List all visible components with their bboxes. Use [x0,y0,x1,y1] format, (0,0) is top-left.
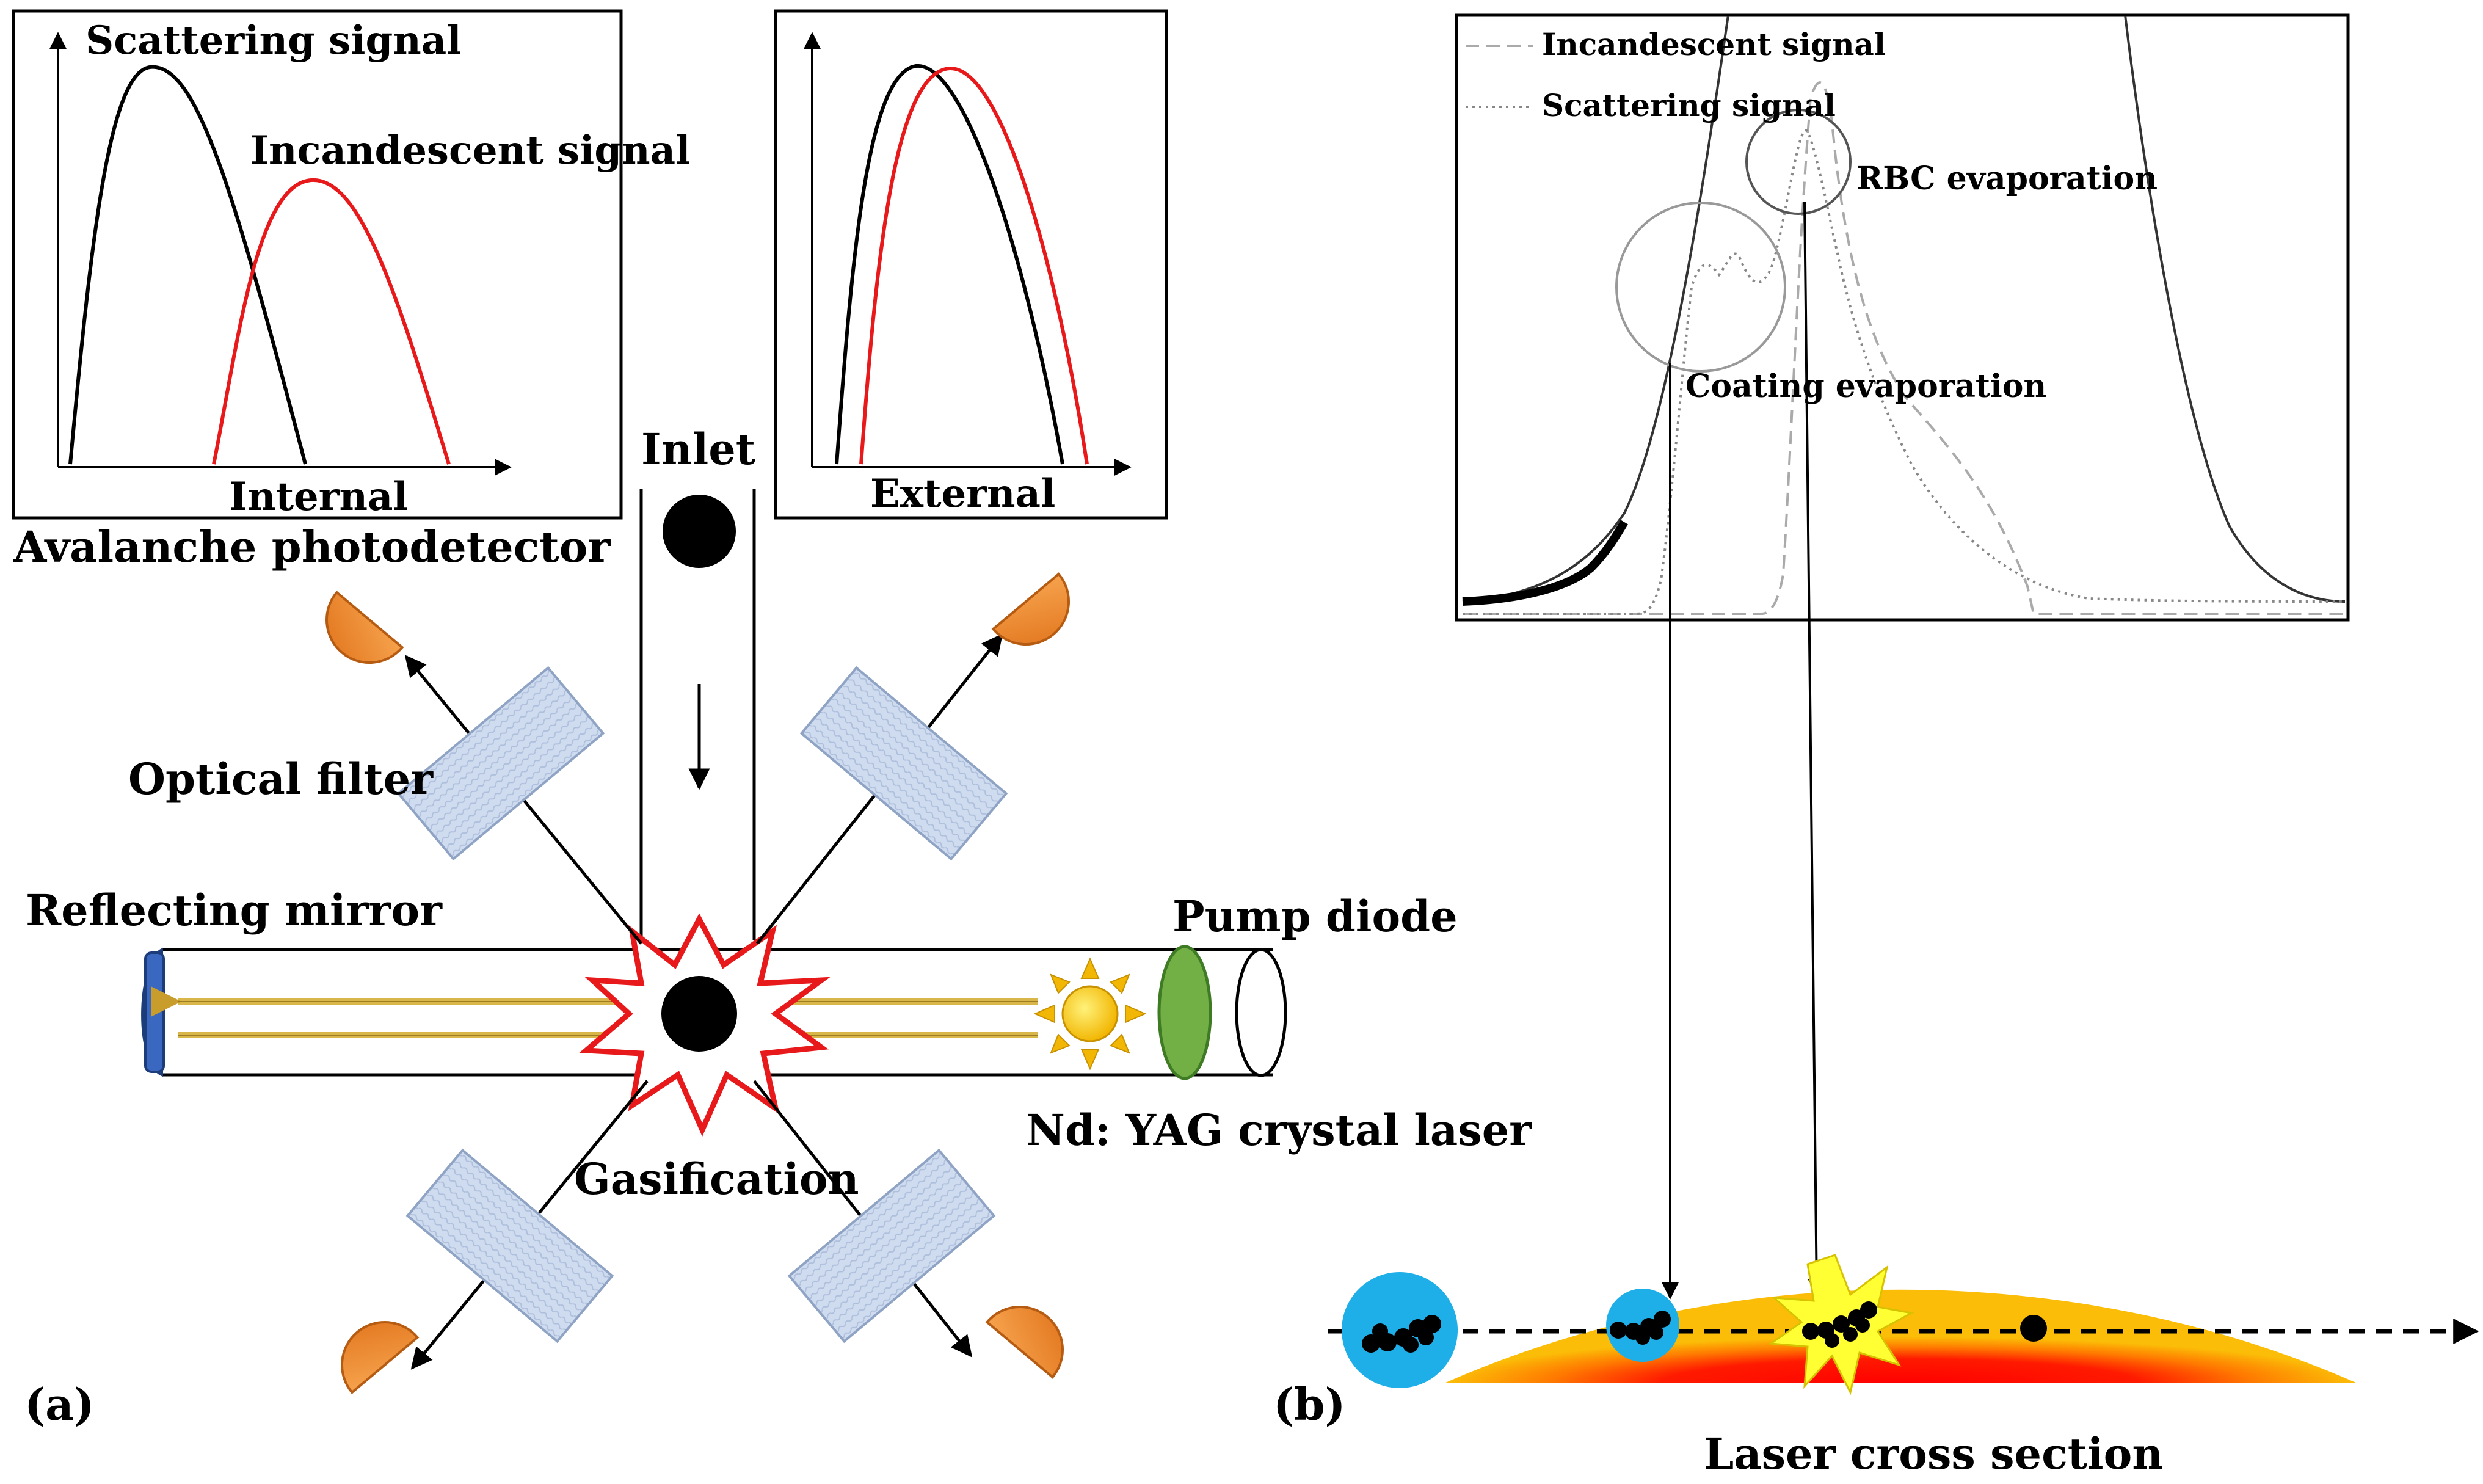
internal-signal-plot: Scattering signal Incandescent signal In… [12,9,690,520]
sp2-signal-plot: Incandescent signal Scattering signal RB… [1455,13,2350,622]
optical-filter-label: Optical filter [128,754,434,804]
pump-light-icon [1033,957,1147,1071]
optical-filter-lower-right [787,1148,996,1344]
external-signal-plot: External [774,9,1168,520]
avalanche-photodetector-label: Avalanche photodetector [13,522,611,572]
panel-a-tag: (a) [24,1378,95,1430]
reflecting-mirror-label: Reflecting mirror [26,885,443,936]
pump-diode-label: Pump diode [1172,891,1458,942]
cavity-end-opening [1235,948,1287,1077]
external-incandescent-curve [859,66,1089,465]
incandescent-signal-label: Incandescent signal [250,128,690,173]
signal-plot-frame [1455,13,2350,622]
laser-label: Nd: YAG crystal laser [1026,1105,1532,1155]
residual-particle [2020,1315,2047,1342]
coated-particle-small [1606,1289,1679,1362]
laser-intensity-profile [1462,16,1729,603]
optical-filter-lower-left [405,1148,614,1344]
optical-filter-upper-left [396,666,605,861]
panel-a: Scattering signal Incandescent signal In… [12,9,1532,1430]
laser-cross-section-label: Laser cross section [1704,1428,2163,1479]
scattering-signal-trace [1463,129,2347,615]
external-axis-label: External [870,471,1055,517]
rbc-evaporation-marker [1745,109,1852,215]
coating-evaporation-marker [1615,202,1786,373]
legend-scattering-label: Scattering signal [1542,87,1836,123]
internal-axis-label: Internal [229,474,408,520]
detector-upper-right [991,572,1070,646]
detector-lower-right [985,1306,1064,1379]
legend-incandescent-label: Incandescent signal [1542,26,1886,62]
scattering-signal-label: Scattering signal [85,18,462,64]
incandescing-particle [1768,1254,1914,1395]
panel-b: Incandescent signal Scattering signal RB… [1273,13,2479,1479]
rbc-to-particle-arrow [1803,201,1825,1297]
coating-evaporation-label: Coating evaporation [1685,368,2046,405]
cross-section-half-disk [1444,1289,2357,1383]
external-scattering-curve [835,64,1064,465]
internal-scattering-curve [68,65,307,465]
mirror-face [144,951,165,1073]
inlet-label: Inlet [641,424,755,475]
laser-cross-section: Laser cross section [1328,201,2479,1479]
optical-filter-upper-right [799,666,1008,861]
internal-incandescent-curve [212,178,451,465]
external-plot-frame [774,9,1168,520]
incoming-particle [663,495,736,568]
pump-diode [1157,945,1212,1080]
inlet-tube: Inlet [639,424,756,940]
internal-plot-frame [12,9,623,520]
detection-arms: Avalanche photodetector Optical filter [13,522,1070,1394]
incandescent-signal-trace [1463,81,2347,615]
coated-particle-large [1342,1272,1458,1388]
panel-b-tag: (b) [1273,1378,1345,1430]
laser-intensity-profile-right [2124,16,2346,603]
particle-in-laser [661,976,737,1052]
gasification-label: Gasification [574,1154,859,1204]
rbc-evaporation-label: RBC evaporation [1856,160,2158,197]
measured-laser-segment [1462,520,1629,606]
detector-lower-left [341,1321,420,1394]
gasification-burst: Gasification [574,913,859,1204]
detector-upper-left [325,591,404,664]
